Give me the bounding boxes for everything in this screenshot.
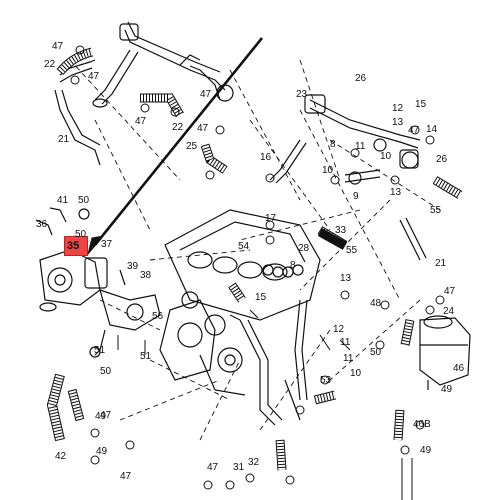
callout-c10b: 10 [380, 151, 392, 162]
callout-c12b: 12 [333, 324, 345, 335]
callout-c50c: 50 [100, 366, 112, 377]
callout-c54: 54 [238, 241, 250, 252]
callout-c37: 37 [101, 239, 113, 250]
callout-c47d: 47 [200, 89, 212, 100]
callout-c47c: 47 [135, 116, 147, 127]
callout-c47j: 47 [207, 462, 219, 473]
expansion-tank [419, 315, 471, 390]
callout-c46b: 46B [413, 419, 431, 430]
callout-c26b: 26 [436, 154, 448, 165]
callout-c28: 28 [298, 243, 310, 254]
highlighted-part-label: 35 [64, 236, 88, 256]
callout-c13a: 13 [390, 187, 402, 198]
callout-c13b: 13 [392, 117, 404, 128]
callout-c15b: 15 [255, 292, 267, 303]
callout-c55b: 55 [346, 245, 358, 256]
callout-c33: 33 [335, 225, 347, 236]
callout-c50d: 50 [370, 347, 382, 358]
callout-c42: 42 [55, 451, 67, 462]
callout-c13c: 13 [340, 273, 352, 284]
callout-c31: 31 [233, 462, 245, 473]
dashed-leader-lines [69, 59, 441, 441]
callout-c10c: 10 [350, 368, 362, 379]
callout-c23: 23 [296, 89, 308, 100]
callout-c49a: 49 [95, 411, 107, 422]
callout-c36: 36 [36, 219, 48, 230]
callout-c47h: 47 [100, 410, 112, 421]
callout-c51a: 51 [140, 351, 152, 362]
callout-c17: 17 [265, 213, 277, 224]
callout-c8b: 8 [290, 260, 296, 271]
callout-c25: 25 [186, 141, 198, 152]
callout-c24: 24 [443, 306, 455, 317]
callout-c21b: 21 [435, 258, 447, 269]
callout-c38: 38 [140, 270, 152, 281]
callout-c53: 53 [320, 375, 332, 386]
callout-c16: 16 [260, 152, 272, 163]
callout-c47i: 47 [120, 471, 132, 482]
callout-c26a: 26 [355, 73, 367, 84]
callout-c8a: 8 [330, 139, 336, 150]
callout-c11a: 11 [355, 141, 366, 152]
hose-segments [46, 47, 463, 471]
callout-c49b: 49 [441, 384, 453, 395]
engine-block [159, 209, 321, 426]
callout-c49c: 49 [96, 446, 108, 457]
callout-c47f: 47 [408, 125, 420, 136]
highlight-text: 35 [67, 240, 80, 252]
callout-c56: 56 [152, 311, 164, 322]
callout-c49d: 49 [420, 445, 432, 456]
callout-c55a: 55 [430, 205, 442, 216]
callout-c11c: 11 [343, 353, 354, 364]
callout-c47g: 47 [444, 286, 456, 297]
callout-c15a: 15 [415, 99, 427, 110]
callout-c50a: 50 [78, 195, 90, 206]
callout-c14a: 14 [426, 124, 438, 135]
water-pump-assembly [35, 207, 161, 358]
callout-c32: 32 [248, 457, 260, 468]
callout-c11b: 11 [340, 337, 351, 348]
callout-c22a: 22 [44, 59, 56, 70]
callout-c21a: 21 [58, 134, 70, 145]
callout-c51b: 51 [94, 345, 106, 356]
pointer-arrow [87, 37, 264, 255]
callout-c50b: 50 [75, 229, 87, 240]
callout-c47e: 47 [197, 123, 209, 134]
callout-c9: 9 [353, 191, 359, 202]
callout-c47b: 47 [88, 71, 100, 82]
callout-c46a: 46 [453, 363, 465, 374]
callout-c39: 39 [127, 261, 139, 272]
callout-c48: 48 [370, 298, 382, 309]
callout-c22b: 22 [172, 122, 184, 133]
callout-c41: 41 [57, 195, 69, 206]
callout-c47a: 47 [52, 41, 64, 52]
callout-c12a: 12 [392, 103, 404, 114]
callout-c10a: 10 [322, 165, 334, 176]
clamps-and-bolts [70, 45, 445, 500]
right-coolant-pipe [269, 94, 427, 261]
